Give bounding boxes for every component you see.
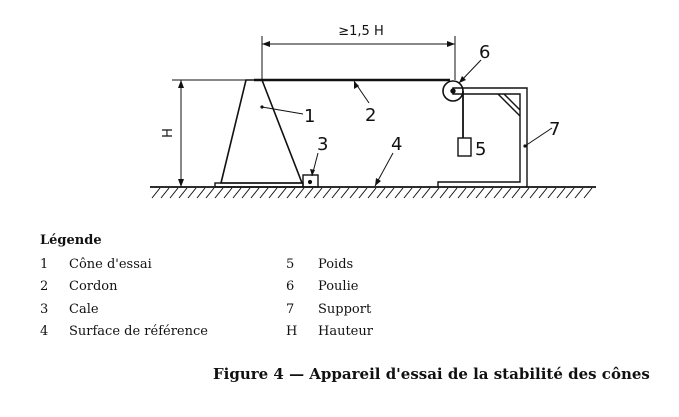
hatch-stroke bbox=[493, 187, 503, 199]
test-cone bbox=[219, 79, 304, 184]
hatch-stroke bbox=[511, 187, 521, 199]
legend-key: 4 bbox=[40, 324, 49, 339]
hatch-stroke bbox=[457, 187, 467, 199]
legend-label: Support bbox=[318, 302, 372, 317]
hatch-stroke bbox=[268, 187, 278, 199]
hatch-stroke bbox=[565, 187, 575, 199]
legend-label: Poids bbox=[318, 257, 354, 272]
arrow-width-left bbox=[262, 41, 270, 47]
leader-1 bbox=[261, 106, 304, 115]
hatch-stroke bbox=[448, 187, 458, 199]
callout-3: 3 bbox=[317, 134, 328, 155]
callout-5: 5 bbox=[475, 139, 486, 160]
legend-key: 6 bbox=[286, 279, 295, 294]
hatch-stroke bbox=[214, 187, 224, 199]
callout-2: 2 bbox=[365, 105, 376, 126]
hatch-stroke bbox=[169, 187, 179, 199]
surface-hatching bbox=[151, 187, 593, 199]
hatch-stroke bbox=[430, 187, 440, 199]
cone-base bbox=[214, 182, 304, 188]
block bbox=[302, 174, 319, 188]
legend-title: Légende bbox=[40, 233, 102, 248]
hatch-stroke bbox=[187, 187, 197, 199]
hatch-stroke bbox=[241, 187, 251, 199]
hatch-stroke bbox=[538, 187, 548, 199]
hatch-stroke bbox=[376, 187, 386, 199]
hatch-stroke bbox=[484, 187, 494, 199]
hatch-stroke bbox=[421, 187, 431, 199]
callout-7: 7 bbox=[549, 119, 560, 140]
legend-key: 5 bbox=[286, 257, 295, 272]
hatch-stroke bbox=[259, 187, 269, 199]
legend-label: Surface de référence bbox=[69, 324, 208, 339]
hatch-stroke bbox=[250, 187, 260, 199]
hatch-stroke bbox=[160, 187, 170, 199]
hatch-stroke bbox=[304, 187, 314, 199]
hatch-stroke bbox=[358, 187, 368, 199]
hatch-stroke bbox=[331, 187, 341, 199]
arrow-height-bottom bbox=[178, 179, 184, 187]
arrow-leader-2 bbox=[354, 81, 359, 89]
arrow-leader-6 bbox=[459, 76, 466, 83]
hatch-stroke bbox=[385, 187, 395, 199]
legend-label: Hauteur bbox=[318, 324, 373, 339]
hatch-stroke bbox=[178, 187, 188, 199]
support-frame bbox=[437, 87, 528, 187]
hatch-stroke bbox=[394, 187, 404, 199]
hatch-stroke bbox=[574, 187, 584, 199]
hatch-stroke bbox=[286, 187, 296, 199]
legend-label: Poulie bbox=[318, 279, 359, 294]
hatch-stroke bbox=[151, 187, 161, 199]
arrow-leader-4 bbox=[375, 178, 381, 186]
hatch-stroke bbox=[547, 187, 557, 199]
support-brace bbox=[497, 93, 521, 117]
hatch-stroke bbox=[340, 187, 350, 199]
legend-key: 1 bbox=[40, 257, 49, 272]
legend-key: H bbox=[286, 324, 298, 339]
figure-caption: Figure 4 — Appareil d'essai de la stabil… bbox=[213, 365, 650, 383]
hatch-stroke bbox=[412, 187, 422, 199]
callout-1: 1 bbox=[304, 106, 315, 127]
support-brace-2 bbox=[503, 93, 521, 111]
hatch-stroke bbox=[277, 187, 287, 199]
arrow-height-top bbox=[178, 80, 184, 88]
hatch-stroke bbox=[439, 187, 449, 199]
callout-4: 4 bbox=[391, 134, 402, 155]
block-dot bbox=[307, 179, 313, 185]
height-dimension-label: H bbox=[161, 128, 176, 138]
legend-key: 2 bbox=[40, 279, 49, 294]
cone-stability-diagram: ≥1,5 H H 1 2 3 4 5 6 7 bbox=[150, 24, 596, 199]
arrow-width-right bbox=[447, 41, 455, 47]
hatch-stroke bbox=[403, 187, 413, 199]
hatch-stroke bbox=[529, 187, 539, 199]
leader-7 bbox=[524, 127, 553, 147]
hatch-stroke bbox=[475, 187, 485, 199]
weight bbox=[457, 137, 472, 157]
width-dimension-label: ≥1,5 H bbox=[338, 24, 383, 39]
hatch-stroke bbox=[466, 187, 476, 199]
hatch-stroke bbox=[322, 187, 332, 199]
legend-label: Cordon bbox=[69, 279, 118, 294]
legend-label: Cale bbox=[69, 302, 99, 317]
hatch-stroke bbox=[367, 187, 377, 199]
dot-leader-7 bbox=[523, 144, 527, 148]
arrow-leader-3 bbox=[310, 169, 315, 176]
legend-key: 3 bbox=[40, 302, 49, 317]
legend-key: 7 bbox=[286, 302, 295, 317]
hatch-stroke bbox=[295, 187, 305, 199]
hatch-stroke bbox=[223, 187, 233, 199]
hatch-stroke bbox=[205, 187, 215, 199]
hatch-stroke bbox=[196, 187, 206, 199]
callout-6: 6 bbox=[479, 42, 490, 63]
hatch-stroke bbox=[502, 187, 512, 199]
dot-leader-1 bbox=[260, 105, 264, 109]
hatch-stroke bbox=[583, 187, 593, 199]
hatch-stroke bbox=[556, 187, 566, 199]
hatch-stroke bbox=[232, 187, 242, 199]
legend-label: Cône d'essai bbox=[69, 257, 152, 272]
hatch-stroke bbox=[520, 187, 530, 199]
hatch-stroke bbox=[313, 187, 323, 199]
hatch-stroke bbox=[349, 187, 359, 199]
